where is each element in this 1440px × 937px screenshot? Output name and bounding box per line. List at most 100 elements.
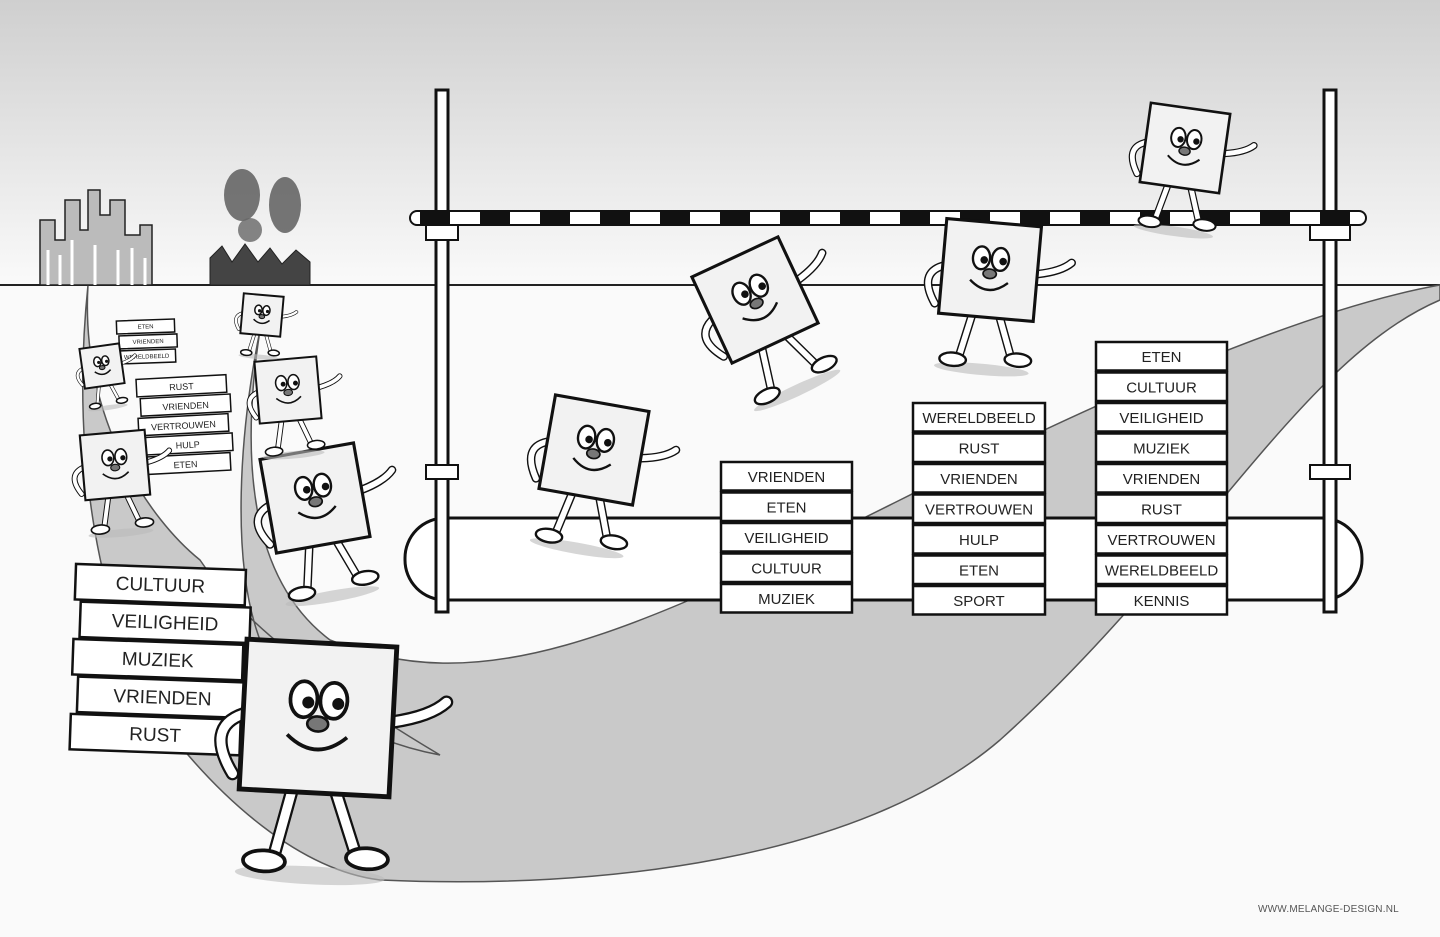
box-outline [719, 491, 854, 523]
box-label: MUZIEK [1133, 440, 1190, 457]
box-label: ETEN [1141, 349, 1181, 366]
value-box: RUST [911, 432, 1047, 464]
box-label: VRIENDEN [1123, 471, 1201, 488]
box-outline [78, 600, 252, 645]
character-crying-failed-jump [526, 393, 681, 559]
box-label: MUZIEK [758, 591, 815, 608]
jump-stack-2: WERELDBEELD RUST VRIENDEN VERTROUWEN HULP ETE… [911, 401, 1047, 616]
box-label: ETEN [766, 499, 806, 516]
box-label: MUZIEK [121, 649, 194, 673]
value-box: ETEN [911, 554, 1047, 586]
box-outline [115, 318, 176, 335]
box-label: ETEN [137, 324, 153, 331]
box-outline [719, 582, 854, 614]
box-outline [1094, 371, 1229, 403]
box-label: WERELDBEELD [922, 410, 1036, 427]
box-label: WERELDBEELD [124, 354, 170, 362]
box-label: VRIENDEN [113, 686, 212, 710]
box-outline [139, 393, 232, 417]
box-outline [73, 562, 248, 607]
box-label: CULTUUR [1126, 379, 1197, 396]
box-outline [719, 460, 854, 492]
crossbar [409, 210, 1367, 226]
box-outline [1094, 584, 1229, 616]
box-label: KENNIS [1134, 593, 1190, 610]
character-carrying-small-stack [75, 342, 137, 412]
box-outline [911, 523, 1047, 555]
value-box: SPORT [911, 584, 1047, 616]
value-box: CULTUUR [73, 562, 248, 607]
box-outline [911, 493, 1047, 525]
value-box: CULTUUR [1094, 371, 1229, 403]
box-outline [719, 521, 854, 553]
box-outline [137, 412, 230, 437]
box-label: VEILIGHEID [1119, 410, 1203, 427]
box-label: CULTUUR [115, 574, 205, 598]
jump-stack-1: VRIENDEN ETEN VEILIGHEID CULTUUR MUZIEK [719, 460, 854, 614]
character-carrying-middle-stack [71, 428, 173, 538]
smoking-factory [209, 169, 311, 286]
box-label: HULP [959, 532, 999, 549]
box-outline [135, 373, 228, 398]
value-box: WERELDBEELD [911, 401, 1047, 433]
value-box: MUZIEK [70, 637, 245, 682]
box-label: ETEN [959, 562, 999, 579]
box-outline [911, 584, 1047, 616]
box-label: VRIENDEN [133, 339, 164, 346]
value-box: ETEN [719, 491, 854, 523]
value-box: WERELDBEELD [1094, 554, 1229, 586]
value-box: HULP [141, 432, 234, 456]
character-far [234, 292, 299, 360]
box-outline [1094, 340, 1229, 372]
value-box: ETEN [139, 451, 232, 476]
value-box: RUST [135, 373, 228, 398]
box-outline [719, 552, 854, 584]
small-stack-back: ETEN VRIENDEN WERELDBEELD [115, 318, 179, 365]
value-box: ETEN [1094, 340, 1229, 372]
character-carrying-big-stack [214, 636, 454, 886]
box-label: VERTROUWEN [151, 419, 216, 432]
value-box: VEILIGHEID [719, 521, 854, 553]
value-box: VERTROUWEN [911, 493, 1047, 525]
box-label: VERTROUWEN [1107, 532, 1215, 549]
box-outline [911, 554, 1047, 586]
value-box: VRIENDEN [719, 460, 854, 492]
box-outline [911, 432, 1047, 464]
value-box: RUST [1094, 493, 1229, 525]
box-label: VRIENDEN [748, 469, 826, 486]
value-box: MUZIEK [719, 582, 854, 614]
value-box: VEILIGHEID [78, 600, 252, 645]
character-walking-happy [253, 441, 397, 607]
value-box: VRIENDEN [1094, 462, 1229, 494]
box-label: VRIENDEN [940, 471, 1018, 488]
box-label: ETEN [173, 459, 198, 470]
box-label: VERTROUWEN [925, 501, 1033, 518]
value-box: ETEN [115, 318, 176, 335]
box-outline [1094, 432, 1229, 464]
value-box: VRIENDEN [118, 333, 179, 350]
character-stuck-under-bar [689, 234, 841, 412]
box-outline [1094, 462, 1229, 494]
box-label: VEILIGHEID [111, 611, 218, 636]
city-skyline [39, 189, 153, 286]
value-box: CULTUUR [719, 552, 854, 584]
box-label: RUST [169, 381, 194, 392]
box-label: HULP [175, 439, 200, 450]
character-jumping-over-bar [923, 216, 1076, 377]
value-box: MUZIEK [1094, 432, 1229, 464]
box-outline [1094, 523, 1229, 555]
box-label: RUST [1141, 501, 1182, 518]
box-outline [70, 637, 245, 682]
value-box: KENNIS [1094, 584, 1229, 616]
box-label: VEILIGHEID [744, 530, 828, 547]
box-outline [1094, 493, 1229, 525]
box-outline [911, 401, 1047, 433]
box-outline [1094, 401, 1229, 433]
box-label: VRIENDEN [162, 400, 209, 412]
value-box: VERTROUWEN [1094, 523, 1229, 555]
value-box: VRIENDEN [911, 462, 1047, 494]
box-outline [1094, 554, 1229, 586]
value-box: VRIENDEN [139, 393, 232, 417]
